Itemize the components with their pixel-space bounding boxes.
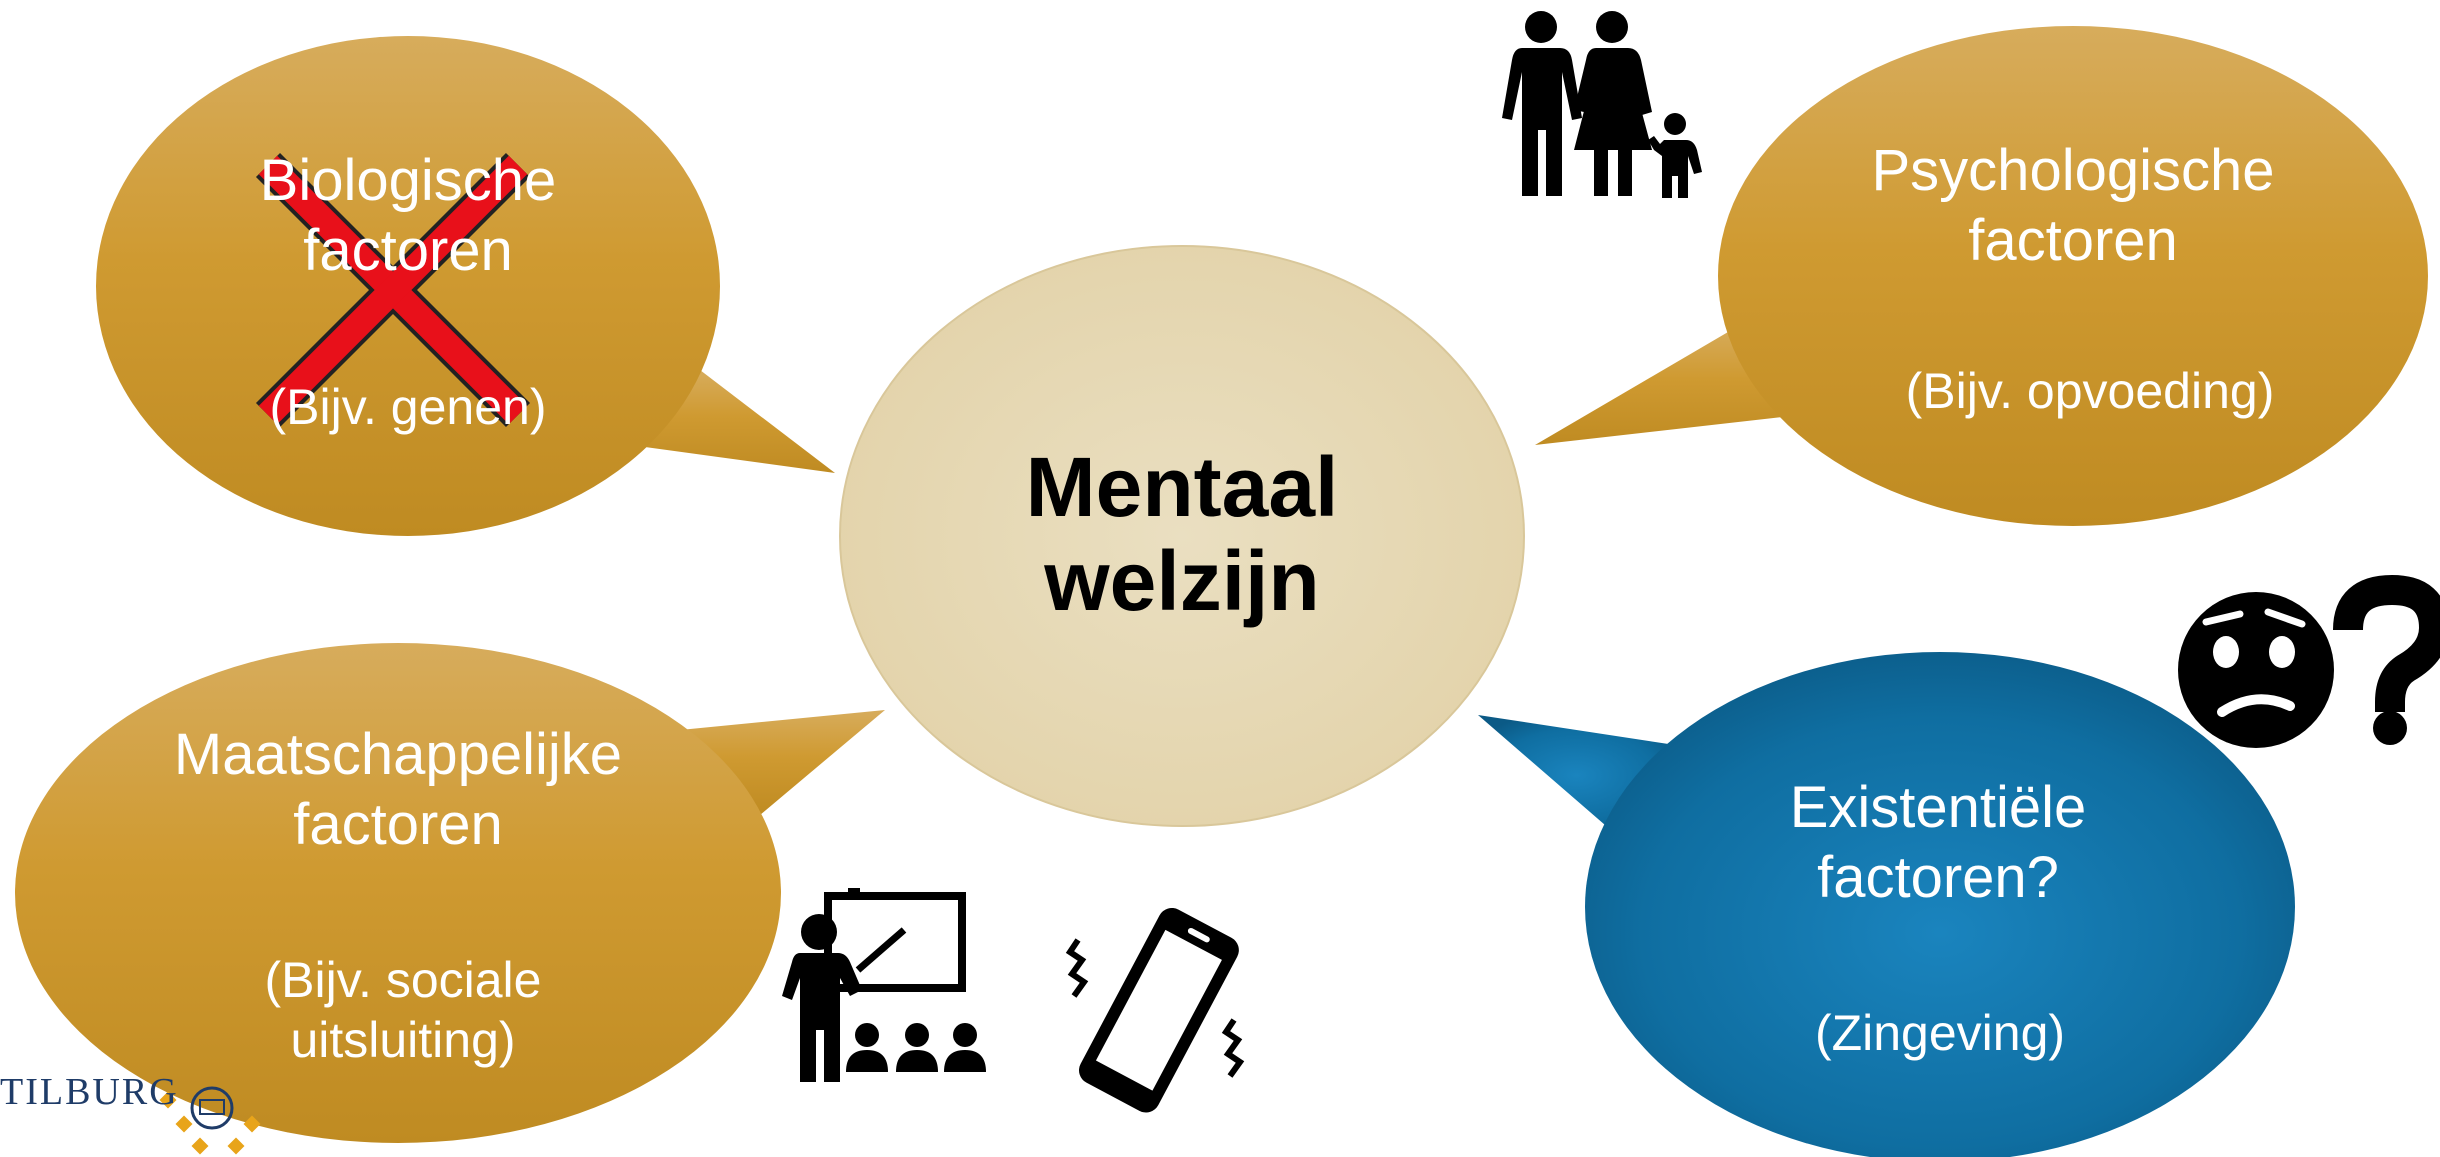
confused-face-icon xyxy=(2178,592,2334,748)
logo-text: TILBURG xyxy=(0,1071,179,1113)
bubble-biological xyxy=(96,36,835,536)
psychological-title: Psychologische factoren xyxy=(1800,136,2346,275)
biological-title-line2: factoren xyxy=(303,217,513,283)
red-cross-icon xyxy=(255,152,531,428)
family-icon xyxy=(1502,11,1702,198)
center-title: Mentaal welzijn xyxy=(922,440,1442,628)
existential-title-line1: Existentiële xyxy=(1789,775,2087,840)
question-mark-icon xyxy=(2333,574,2440,745)
center-title-line1: Mentaal xyxy=(1025,440,1339,534)
vibrating-phone-icon xyxy=(1065,907,1245,1113)
center-title-line2: welzijn xyxy=(1044,534,1320,629)
center-circle xyxy=(839,245,1525,827)
existential-title-line2: factoren? xyxy=(1817,844,2059,910)
biological-title: Biologische factoren xyxy=(190,146,626,285)
social-example-line1: (Bijv. sociale xyxy=(264,952,542,1008)
psychological-example: (Bijv. opvoeding) xyxy=(1905,363,2275,419)
existential-example: (Zingeving) xyxy=(1814,1005,2066,1061)
social-title-line1: Maatschappelijke xyxy=(173,722,623,787)
bubble-psychological xyxy=(1535,26,2428,526)
social-example-line2: uitsluiting) xyxy=(290,1012,516,1068)
bubble-existential xyxy=(1478,652,2295,1157)
psychological-title-line2: factoren xyxy=(1968,207,2178,273)
biological-example: (Bijv. genen) xyxy=(269,379,547,435)
social-title-line2: factoren xyxy=(293,791,503,857)
teacher-class-icon xyxy=(782,888,986,1082)
existential-title: Existentiële factoren? xyxy=(1700,773,2176,912)
social-title: Maatschappelijke factoren xyxy=(110,720,686,859)
social-example: (Bijv. sociale uitsluiting) xyxy=(150,950,656,1070)
biological-title-line1: Biologische xyxy=(259,148,557,213)
bubble-social xyxy=(15,643,885,1143)
psychological-title-line1: Psychologische xyxy=(1871,138,2275,203)
